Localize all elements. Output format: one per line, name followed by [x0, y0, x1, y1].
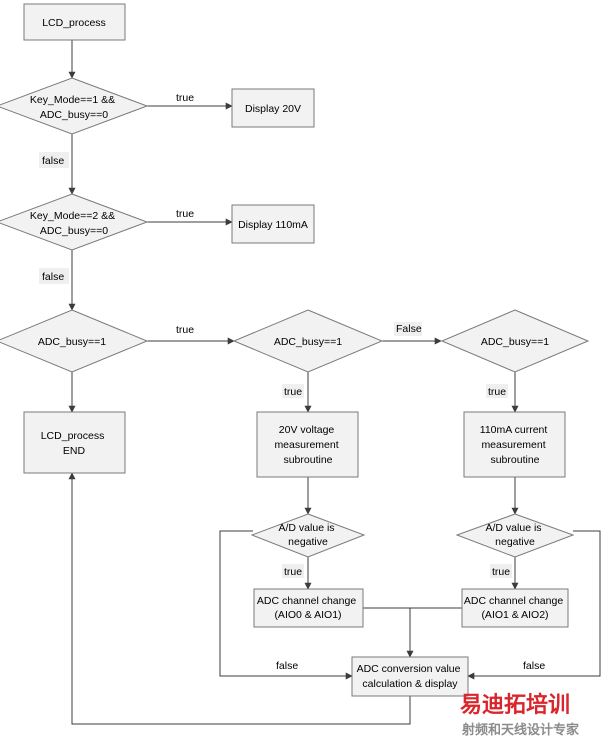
watermark-line1: 易迪拓培训 [460, 692, 570, 718]
edge-labels: true false true false true False true tr… [39, 92, 545, 672]
node-d5-text: ADC_busy==1 [481, 336, 549, 348]
node-subroutine-20v [256, 411, 359, 478]
edge-ch1-calc [363, 607, 414, 658]
label-d1-true: true [176, 92, 194, 104]
nodes: LCD_process Key_Mode==1 && ADC_busy==0 D… [0, 3, 590, 697]
node-display-110ma [231, 204, 315, 244]
node-d2 [0, 193, 149, 251]
node-subroutine-110ma [463, 411, 566, 478]
node-end [23, 411, 126, 474]
label-d3-true: true [176, 324, 194, 336]
node-calc-display-text: ADC conversion value calculation & displ… [357, 663, 464, 690]
node-d1-text: Key_Mode==1 && ADC_busy==0 [30, 94, 118, 121]
label-bg-neg2-true [490, 564, 512, 578]
node-channel-change-1 [253, 588, 364, 628]
label-neg2-false: false [523, 660, 545, 672]
edge-calc-end [68, 472, 411, 725]
watermark: 易迪拓培训 射频和天线设计专家 [460, 692, 580, 738]
node-d3-text: ADC_busy==1 [38, 336, 106, 348]
node-end-text: LCD_process END [41, 430, 108, 457]
label-d2-true: true [176, 208, 194, 220]
node-neg2 [455, 513, 575, 558]
label-d1-false: false [42, 155, 64, 167]
label-bg-neg1-true [282, 564, 304, 578]
label-bg-d4-false [394, 322, 422, 336]
node-d4-text: ADC_busy==1 [274, 336, 342, 348]
label-d4-false: False [396, 323, 422, 335]
label-bg-d4-true [282, 384, 304, 398]
label-d4-true: true [284, 386, 302, 398]
node-subroutine-110ma-text: 110mA current measurement subroutine [480, 424, 550, 466]
node-d5 [440, 309, 590, 373]
node-d2-text: Key_Mode==2 && ADC_busy==0 [30, 210, 118, 237]
node-d4 [232, 309, 384, 373]
node-subroutine-20v-text: 20V voltage measurement subroutine [274, 424, 341, 466]
label-bg-d1-false [39, 152, 69, 168]
label-d5-true: true [488, 386, 506, 398]
node-calc-display [351, 656, 469, 697]
watermark-line2: 射频和天线设计专家 [461, 722, 580, 738]
node-neg2-text: A/D value is negative [486, 522, 545, 548]
node-channel-change-1-text: ADC channel change (AIO0 & AIO1) [257, 595, 359, 621]
node-neg1-text: A/D value is negative [279, 522, 338, 548]
node-channel-change-2 [461, 588, 569, 628]
edge-neg2-false-calc [467, 530, 601, 680]
label-neg1-false: false [276, 660, 298, 672]
label-bg-d2-false [39, 268, 69, 284]
node-display-20v [231, 88, 315, 128]
label-neg2-true: true [492, 566, 510, 578]
node-display-20v-text: Display 20V [245, 103, 301, 115]
label-bg-d5-true [486, 384, 508, 398]
node-neg1 [250, 513, 366, 558]
node-display-110ma-text: Display 110mA [238, 219, 308, 231]
label-neg1-true: true [284, 566, 302, 578]
node-start-text: LCD_process [42, 17, 106, 29]
label-d2-false: false [42, 271, 64, 283]
node-channel-change-2-text: ADC channel change (AIO1 & AIO2) [464, 595, 566, 621]
node-d3 [0, 309, 149, 373]
edge-neg1-false-calc [219, 530, 353, 680]
node-d1 [0, 77, 149, 135]
edges [68, 40, 601, 725]
node-start [23, 3, 126, 41]
